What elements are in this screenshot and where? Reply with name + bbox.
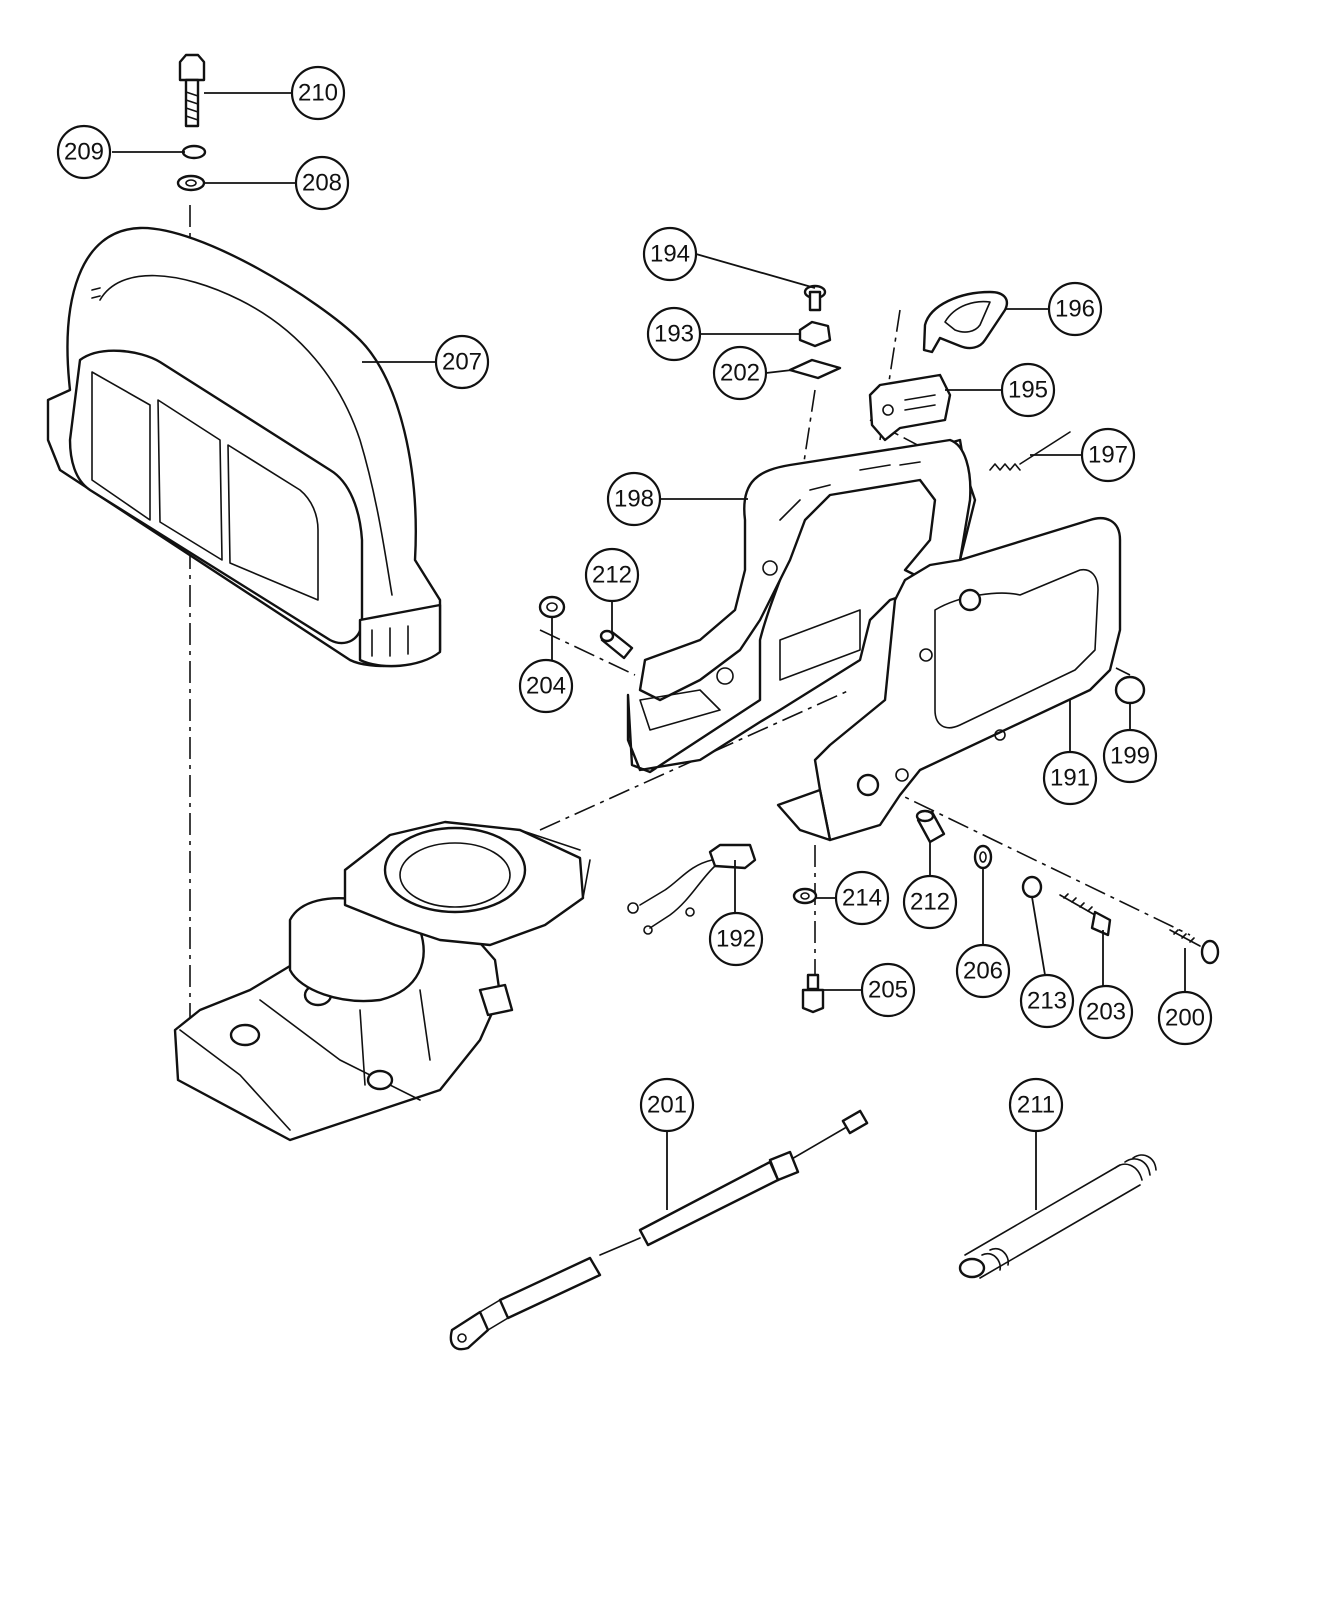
callouts: 210 209 208 207 194 196 193 202 195 197 … bbox=[56, 65, 1213, 1133]
spring-washer-213 bbox=[1021, 875, 1043, 899]
callout-193: 193 bbox=[646, 306, 702, 362]
leader-lines bbox=[112, 92, 1186, 1210]
washer-214 bbox=[792, 887, 818, 905]
callout-194: 194 bbox=[642, 226, 698, 282]
screw-194 bbox=[803, 284, 827, 312]
svg-text:196: 196 bbox=[1055, 296, 1095, 323]
switch-192 bbox=[627, 843, 757, 935]
bolt-210 bbox=[178, 53, 206, 128]
svg-text:210: 210 bbox=[298, 80, 338, 107]
callout-195: 195 bbox=[1000, 362, 1056, 418]
callout-214: 214 bbox=[834, 870, 890, 926]
callout-192: 192 bbox=[708, 911, 764, 967]
pin-212-upper bbox=[599, 629, 634, 660]
svg-text:206: 206 bbox=[963, 958, 1003, 985]
callout-196: 196 bbox=[1047, 281, 1103, 337]
callout-191: 191 bbox=[1042, 750, 1098, 806]
washer-206 bbox=[973, 844, 993, 870]
rear-handle-frame-191 bbox=[776, 517, 1122, 842]
collar-204 bbox=[538, 595, 566, 619]
pin-212-lower bbox=[915, 809, 946, 844]
svg-text:201: 201 bbox=[647, 1092, 687, 1119]
svg-text:199: 199 bbox=[1110, 743, 1150, 770]
callout-197: 197 bbox=[1080, 427, 1136, 483]
spring-197 bbox=[989, 431, 1071, 471]
svg-text:191: 191 bbox=[1050, 765, 1090, 792]
callout-210: 210 bbox=[290, 65, 346, 121]
gear-case bbox=[173, 820, 591, 1142]
washer-208 bbox=[176, 174, 206, 192]
callout-208: 208 bbox=[294, 155, 350, 211]
callout-200: 200 bbox=[1157, 990, 1213, 1046]
callout-204: 204 bbox=[518, 658, 574, 714]
lever-bracket-195 bbox=[868, 373, 952, 442]
callout-213: 213 bbox=[1019, 973, 1075, 1029]
screw-200 bbox=[1169, 929, 1220, 965]
callout-202: 202 bbox=[712, 345, 768, 401]
spring-washer-209 bbox=[181, 144, 207, 160]
svg-text:204: 204 bbox=[526, 673, 566, 700]
svg-text:197: 197 bbox=[1088, 442, 1128, 469]
svg-text:209: 209 bbox=[64, 139, 104, 166]
svg-text:203: 203 bbox=[1086, 999, 1126, 1026]
throttle-lever-196 bbox=[922, 290, 1009, 354]
callout-212-upper: 212 bbox=[584, 547, 640, 603]
callout-198: 198 bbox=[606, 471, 662, 527]
svg-text:198: 198 bbox=[614, 486, 654, 513]
svg-text:193: 193 bbox=[654, 321, 694, 348]
throttle-cable-201 bbox=[449, 1109, 869, 1351]
svg-text:213: 213 bbox=[1027, 988, 1067, 1015]
callout-207: 207 bbox=[434, 334, 490, 390]
callout-205: 205 bbox=[860, 962, 916, 1018]
svg-text:214: 214 bbox=[842, 885, 882, 912]
callout-209: 209 bbox=[56, 124, 112, 180]
svg-text:207: 207 bbox=[442, 349, 482, 376]
screw-203 bbox=[1059, 893, 1112, 937]
plate-202 bbox=[788, 358, 842, 380]
callout-201: 201 bbox=[639, 1077, 695, 1133]
callout-212-lower: 212 bbox=[902, 874, 958, 930]
svg-text:208: 208 bbox=[302, 170, 342, 197]
svg-text:194: 194 bbox=[650, 241, 690, 268]
cap-199 bbox=[1114, 675, 1146, 705]
svg-text:195: 195 bbox=[1008, 377, 1048, 404]
svg-text:211: 211 bbox=[1017, 1092, 1055, 1119]
front-handle-207 bbox=[46, 226, 442, 668]
callout-211: 211 bbox=[1008, 1077, 1064, 1133]
callout-203: 203 bbox=[1078, 984, 1134, 1040]
svg-text:212: 212 bbox=[592, 562, 632, 589]
svg-text:200: 200 bbox=[1165, 1005, 1205, 1032]
nut-193 bbox=[798, 320, 832, 348]
callout-199: 199 bbox=[1102, 728, 1158, 784]
rear-handle-198 bbox=[626, 438, 977, 774]
svg-text:192: 192 bbox=[716, 926, 756, 953]
svg-text:202: 202 bbox=[720, 360, 760, 387]
svg-text:205: 205 bbox=[868, 977, 908, 1004]
svg-text:212: 212 bbox=[910, 889, 950, 916]
shaft-211 bbox=[958, 1154, 1157, 1279]
nipple-205 bbox=[801, 973, 825, 1014]
callout-206: 206 bbox=[955, 943, 1011, 999]
